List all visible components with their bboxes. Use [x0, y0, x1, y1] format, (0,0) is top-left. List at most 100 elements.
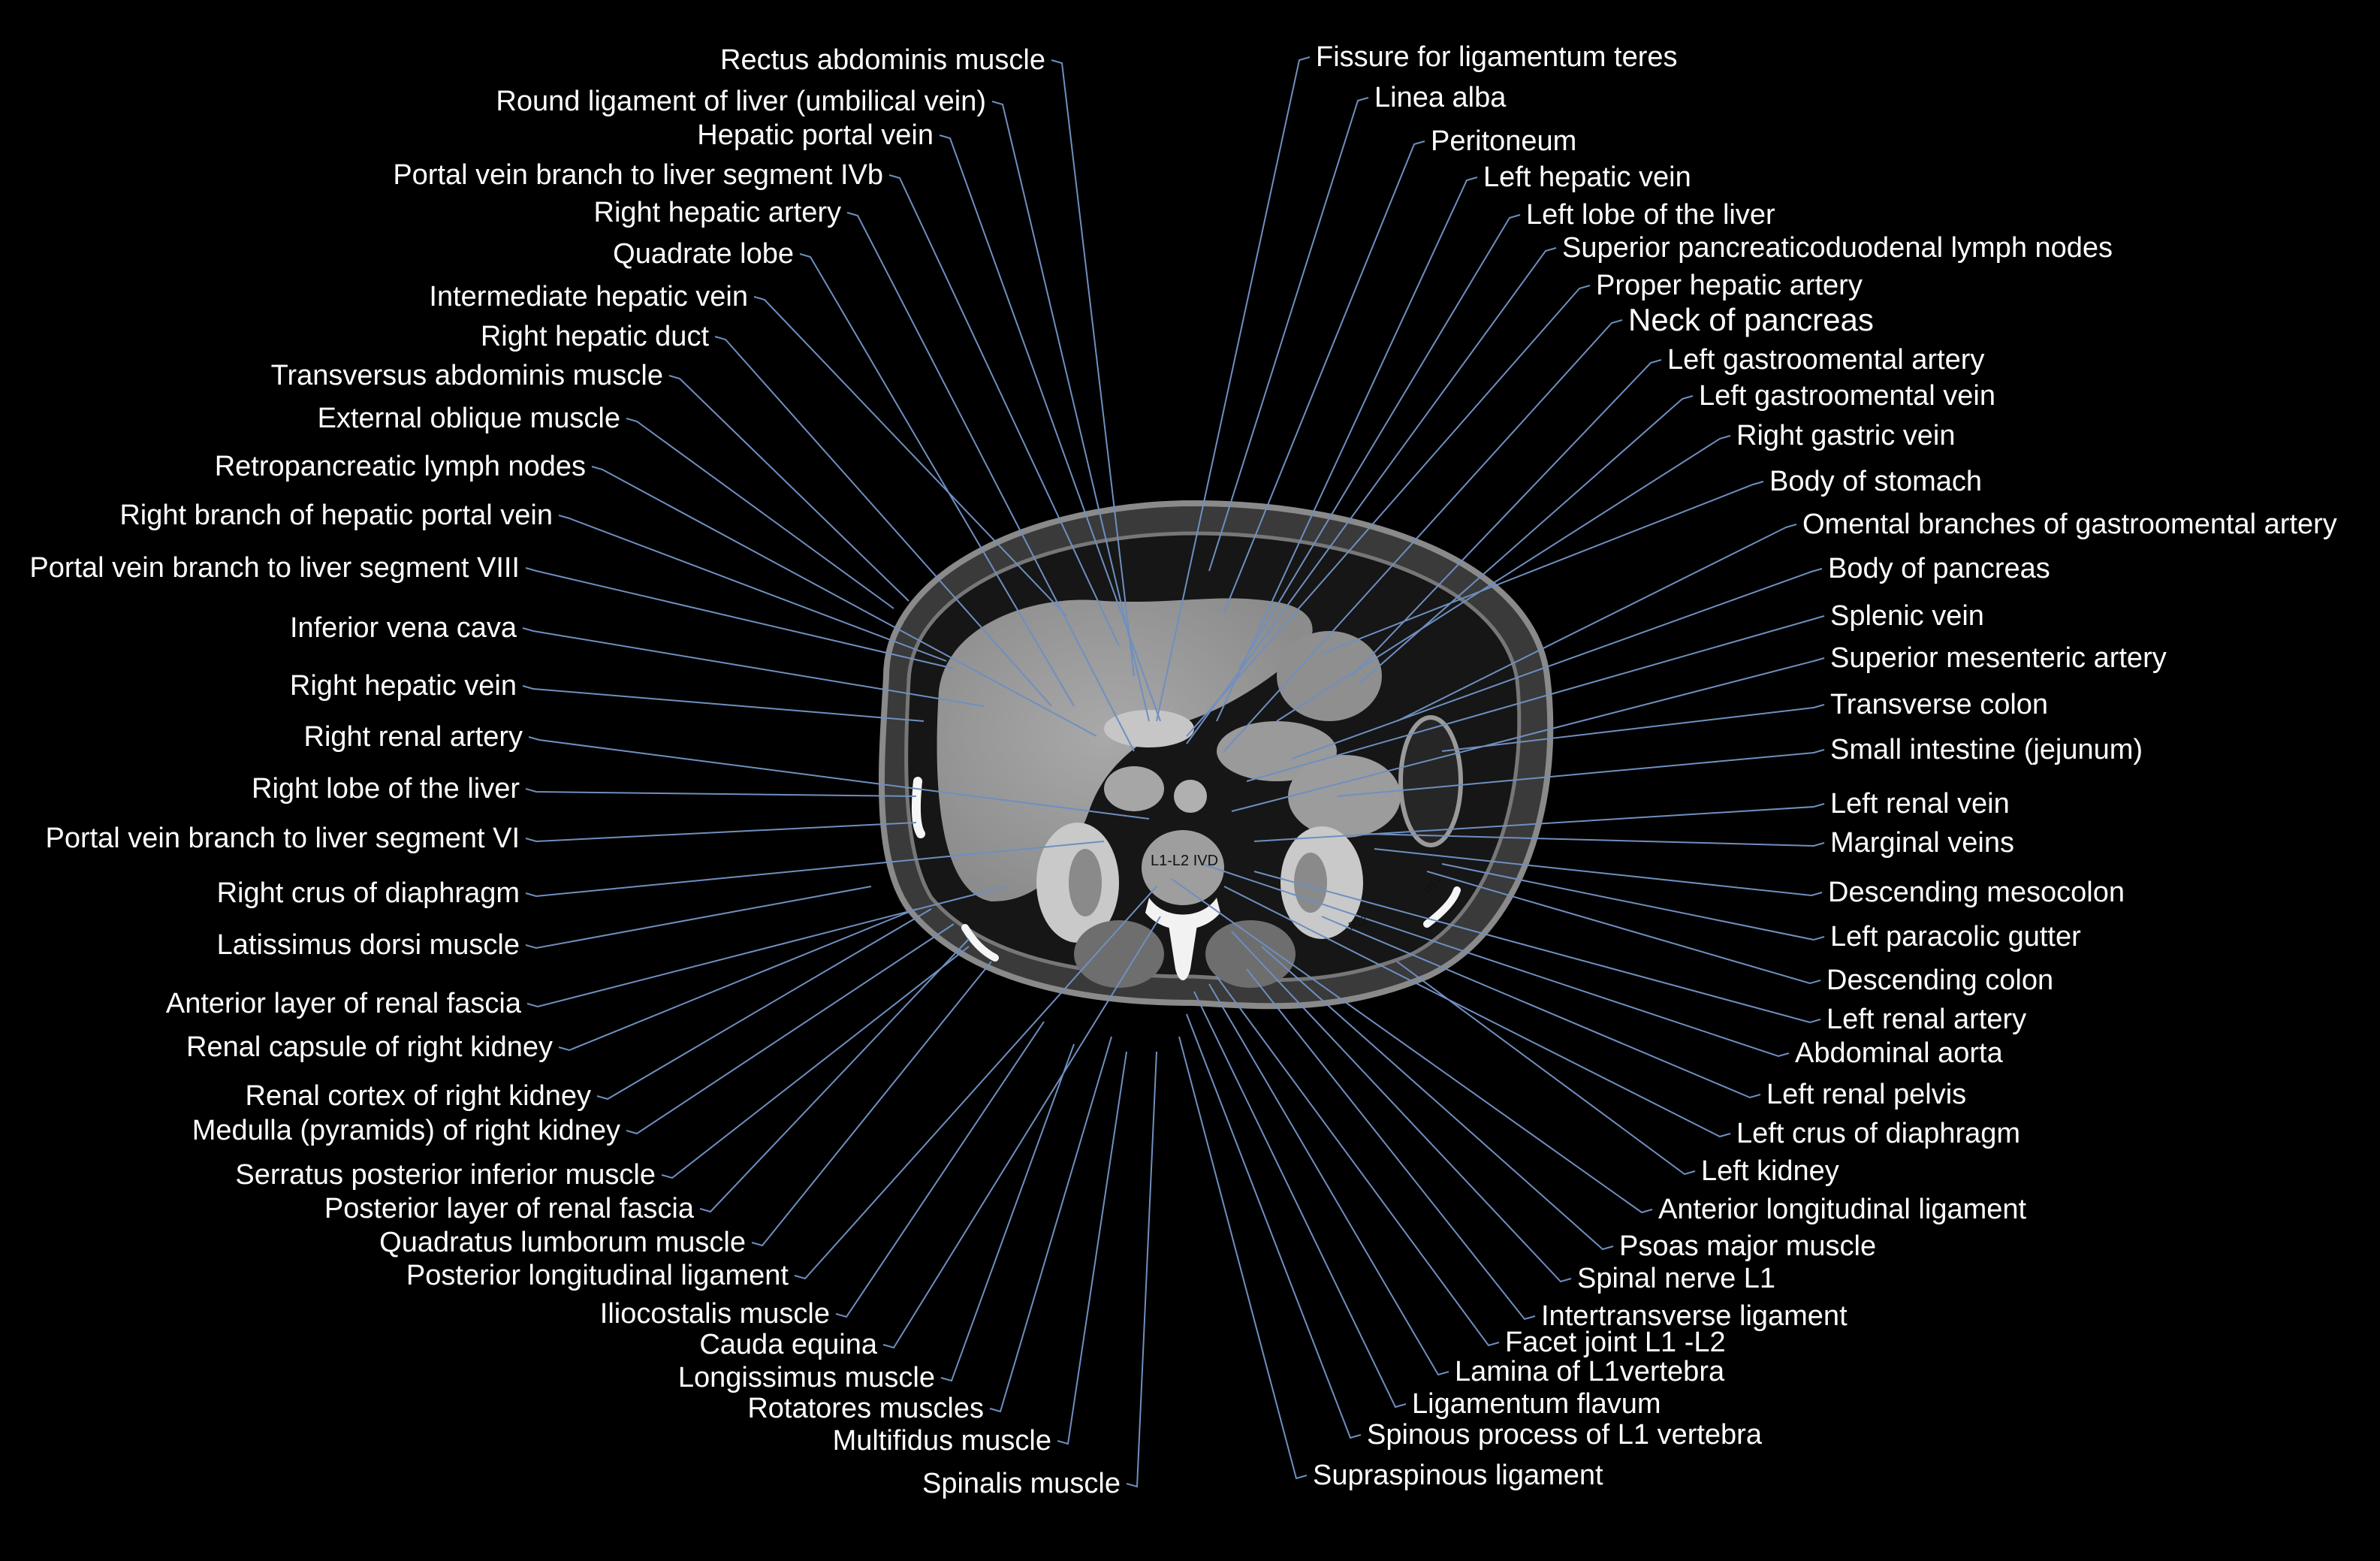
label-abdominal-aorta[interactable]: Abdominal aorta [1795, 1037, 2003, 1069]
label-descending-mesocolon[interactable]: Descending mesocolon [1828, 877, 2125, 908]
label-splenic-vein[interactable]: Splenic vein [1830, 600, 1984, 632]
label-body-of-pancreas[interactable]: Body of pancreas [1828, 553, 2050, 584]
label-supraspinous-ligament[interactable]: Supraspinous ligament [1313, 1460, 1603, 1491]
label-round-ligament-of-liver-umbilical-vein[interactable]: Round ligament of liver (umbilical vein) [496, 86, 986, 117]
label-inferior-vena-cava[interactable]: Inferior vena cava [289, 612, 517, 644]
label-peritoneum[interactable]: Peritoneum [1431, 125, 1577, 157]
leader-line [1441, 704, 1825, 752]
label-portal-vein-branch-to-liver-segment-viii[interactable]: Portal vein branch to liver segment VIII [29, 552, 520, 584]
label-external-oblique-muscle[interactable]: External oblique muscle [317, 403, 620, 434]
label-body-of-stomach[interactable]: Body of stomach [1769, 466, 1983, 497]
leader-line [1253, 803, 1825, 842]
label-portal-vein-branch-to-liver-segment-vi[interactable]: Portal vein branch to liver segment VI [45, 823, 520, 854]
label-left-gastroomental-vein[interactable]: Left gastroomental vein [1699, 380, 1996, 412]
label-lamina-of-l1vertebra[interactable]: Lamina of L1vertebra [1455, 1356, 1725, 1387]
leader-line [1201, 863, 1790, 1058]
label-proper-hepatic-artery[interactable]: Proper hepatic artery [1596, 270, 1863, 301]
label-right-lobe-of-the-liver[interactable]: Right lobe of the liver [252, 773, 520, 805]
label-left-renal-pelvis[interactable]: Left renal pelvis [1766, 1079, 1967, 1110]
leader-line [1231, 657, 1825, 812]
label-left-gastroomental-artery[interactable]: Left gastroomental artery [1667, 344, 1985, 376]
liver [937, 598, 1313, 901]
leader-line [939, 134, 1161, 722]
label-fissure-for-ligamentum-teres[interactable]: Fissure for ligamentum teres [1316, 41, 1678, 73]
label-spinous-process-of-l1-vertebra[interactable]: Spinous process of L1 vertebra [1367, 1419, 1762, 1451]
label-superior-mesenteric-artery[interactable]: Superior mesenteric artery [1830, 642, 2167, 674]
label-neck-of-pancreas[interactable]: Neck of pancreas [1628, 302, 1874, 337]
leader-line [1171, 878, 1653, 1214]
leader-line [528, 736, 1150, 820]
label-retropancreatic-lymph-nodes[interactable]: Retropancreatic lymph nodes [214, 451, 586, 482]
leader-line [1246, 615, 1825, 782]
label-right-gastric-vein[interactable]: Right gastric vein [1736, 420, 1956, 451]
label-right-hepatic-vein[interactable]: Right hepatic vein [289, 670, 517, 702]
label-rectus-abdominis-muscle[interactable]: Rectus abdominis muscle [720, 44, 1045, 76]
label-left-kidney[interactable]: Left kidney [1701, 1155, 1839, 1187]
label-right-crus-of-diaphragm[interactable]: Right crus of diaphragm [216, 877, 520, 909]
label-right-branch-of-hepatic-portal-vein[interactable]: Right branch of hepatic portal vein [119, 500, 553, 531]
label-portal-vein-branch-to-liver-segment-ivb[interactable]: Portal vein branch to liver segment IVb [393, 159, 883, 191]
leader-line [596, 908, 932, 1101]
label-transversus-abdominis-muscle[interactable]: Transversus abdominis muscle [270, 360, 663, 391]
label-marginal-veins[interactable]: Marginal veins [1830, 827, 2014, 859]
label-left-renal-artery[interactable]: Left renal artery [1826, 1004, 2027, 1035]
label-iliocostalis-muscle[interactable]: Iliocostalis muscle [599, 1298, 830, 1330]
label-renal-capsule-of-right-kidney[interactable]: Renal capsule of right kidney [186, 1031, 553, 1063]
leader-line [522, 627, 985, 707]
label-left-lobe-of-the-liver[interactable]: Left lobe of the liver [1526, 199, 1775, 231]
leader-line [1351, 359, 1662, 677]
leader-line [626, 418, 894, 609]
leader-line [522, 685, 925, 722]
label-cauda-equina[interactable]: Cauda equina [699, 1329, 877, 1360]
leader-line [1276, 435, 1731, 722]
label-quadratus-lumborum-muscle[interactable]: Quadratus lumborum muscle [379, 1227, 746, 1258]
leader-line [991, 101, 1150, 722]
label-spinalis-muscle[interactable]: Spinalis muscle [922, 1468, 1121, 1499]
label-left-crus-of-diaphragm[interactable]: Left crus of diaphragm [1736, 1118, 2021, 1149]
ivc [1104, 766, 1164, 811]
label-right-renal-artery[interactable]: Right renal artery [303, 721, 523, 753]
label-transverse-colon[interactable]: Transverse colon [1830, 689, 2049, 720]
label-facet-joint-l1-l2[interactable]: Facet joint L1 -L2 [1505, 1327, 1726, 1358]
label-left-paracolic-gutter[interactable]: Left paracolic gutter [1830, 921, 2081, 953]
label-anterior-layer-of-renal-fascia[interactable]: Anterior layer of renal fascia [165, 988, 521, 1019]
label-psoas-major-muscle[interactable]: Psoas major muscle [1619, 1230, 1877, 1262]
label-linea-alba[interactable]: Linea alba [1374, 82, 1507, 113]
label-small-intestine-jejunum[interactable]: Small intestine (jejunum) [1830, 734, 2143, 765]
label-rotatores-muscles[interactable]: Rotatores muscles [747, 1393, 984, 1424]
leader-line [558, 908, 917, 1052]
label-medulla-pyramids-of-right-kidney[interactable]: Medulla (pyramids) of right kidney [192, 1115, 620, 1146]
label-posterior-longitudinal-ligament[interactable]: Posterior longitudinal ligament [406, 1260, 789, 1291]
leader-line [525, 822, 917, 843]
label-latissimus-dorsi-muscle[interactable]: Latissimus dorsi muscle [216, 929, 520, 961]
leader-line [751, 961, 992, 1247]
vertebral-arch [1145, 898, 1220, 930]
label-superior-pancreaticoduodenal-lymph-nodes[interactable]: Superior pancreaticoduodenal lymph nodes [1562, 232, 2113, 264]
label-intermediate-hepatic-vein[interactable]: Intermediate hepatic vein [429, 281, 748, 313]
label-ligamentum-flavum[interactable]: Ligamentum flavum [1412, 1388, 1661, 1420]
label-right-hepatic-artery[interactable]: Right hepatic artery [593, 197, 842, 228]
label-renal-cortex-of-right-kidney[interactable]: Renal cortex of right kidney [245, 1080, 591, 1112]
label-posterior-layer-of-renal-fascia[interactable]: Posterior layer of renal fascia [324, 1193, 694, 1224]
label-quadrate-lobe[interactable]: Quadrate lobe [613, 238, 794, 270]
leader-line [1186, 285, 1591, 737]
label-multifidus-muscle[interactable]: Multifidus muscle [832, 1425, 1051, 1457]
label-right-hepatic-duct[interactable]: Right hepatic duct [480, 321, 709, 352]
label-omental-branches-of-gastroomental-artery[interactable]: Omental branches of gastroomental artery [1802, 509, 2337, 540]
label-hepatic-portal-vein[interactable]: Hepatic portal vein [697, 119, 934, 151]
label-serratus-posterior-inferior-muscle[interactable]: Serratus posterior inferior muscle [235, 1159, 656, 1191]
leader-line [846, 212, 1135, 752]
label-intertransverse-ligament[interactable]: Intertransverse ligament [1541, 1300, 1848, 1332]
label-longissimus-muscle[interactable]: Longissimus muscle [677, 1362, 935, 1393]
label-descending-colon[interactable]: Descending colon [1826, 965, 2054, 996]
leader-line [1223, 319, 1623, 752]
label-left-hepatic-vein[interactable]: Left hepatic vein [1483, 162, 1691, 193]
leader-line [1366, 833, 1825, 847]
label-left-renal-vein[interactable]: Left renal vein [1830, 788, 2010, 820]
leader-line [714, 336, 1052, 707]
leader-line [1396, 524, 1797, 722]
label-spinal-nerve-l1[interactable]: Spinal nerve L1 [1577, 1263, 1776, 1294]
leader-line [835, 1021, 1045, 1318]
label-anterior-longitudinal-ligament[interactable]: Anterior longitudinal ligament [1658, 1194, 2027, 1225]
leader-line [1396, 961, 1696, 1176]
